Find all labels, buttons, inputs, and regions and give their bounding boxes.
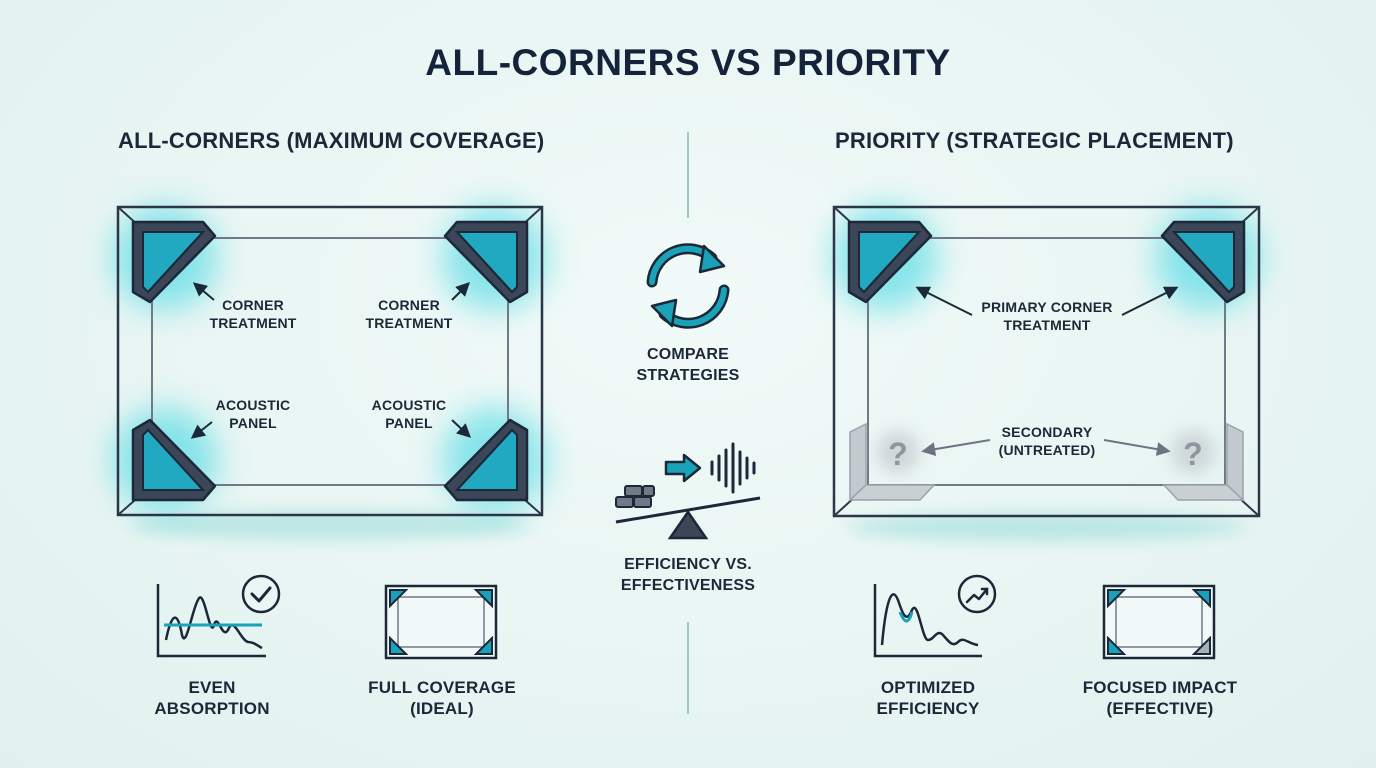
full-coverage-caption: FULL COVERAGE(IDEAL) [368,678,516,718]
efficiency-effectiveness-label: EFFICIENCY VS.EFFECTIVENESS [620,556,756,594]
corner-trap-icon [443,418,529,502]
response-curve-check-icon [156,574,281,658]
corner-trap-icon [443,220,529,304]
balance-scale-icon [615,442,761,540]
unknown-mark-right: ? [1183,436,1203,472]
untreated-corner-icon [848,422,936,502]
untreated-corner-icon [1162,422,1245,502]
corner-trap-icon [847,220,933,304]
right-heading: PRIORITY (STRATEGIC PLACEMENT) [835,128,1234,153]
page-title: ALL-CORNERS VS PRIORITY [425,42,951,83]
focused-room-icon [1102,584,1216,660]
corner-trap-icon [1160,220,1246,304]
corner-trap-icon [131,220,217,304]
left-room-diagram [113,205,547,539]
response-curve-trend-icon [873,574,997,658]
secondary-untreated-label: SECONDARY(UNTREATED) [998,424,1096,458]
left-heading: ALL-CORNERS (MAXIMUM COVERAGE) [118,128,545,153]
refresh-cycle-icon [646,243,730,329]
focused-impact-caption: FOCUSED IMPACT(EFFECTIVE) [1082,678,1238,718]
corner-trap-icon [131,418,217,502]
unknown-mark-left: ? [888,436,908,472]
right-room-diagram [832,205,1261,541]
full-coverage-room-icon [384,584,498,660]
